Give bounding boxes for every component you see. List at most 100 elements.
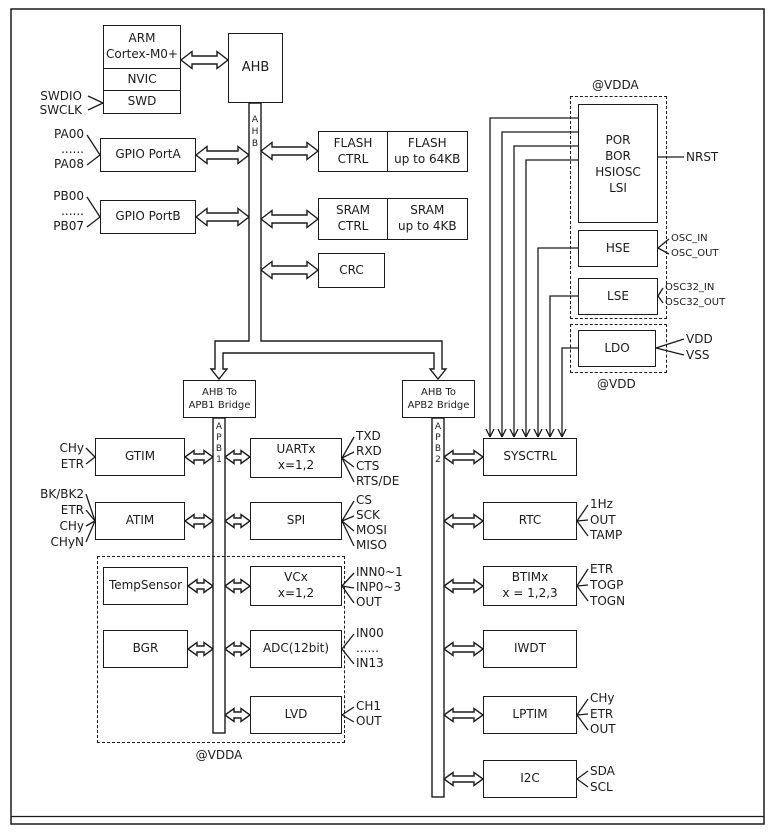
pin-wire xyxy=(341,520,355,547)
vdda-analog-label: @VDDA xyxy=(195,748,243,762)
figure-frame xyxy=(10,8,765,825)
sysctrl-block: SYSCTRL xyxy=(483,438,577,476)
pin-wire xyxy=(576,520,589,537)
i2c-block: I2C xyxy=(483,760,577,798)
pin-wire xyxy=(655,347,685,356)
sysctrl-arrowhead xyxy=(509,428,515,438)
crc-block: CRC xyxy=(318,253,385,288)
adc-block: ADC(12bit) xyxy=(250,630,342,668)
pin-wire xyxy=(86,196,101,218)
lvd-block: LVD xyxy=(250,696,342,734)
gpioa-pins: PA00......PA08 xyxy=(54,127,84,171)
pin-wire xyxy=(657,238,670,249)
sysctrl-arrowhead xyxy=(557,428,563,438)
sysctrl-input-line xyxy=(537,247,578,436)
vdda-power-region-border xyxy=(570,96,667,319)
pin-wire xyxy=(657,247,670,255)
pin-wire xyxy=(657,295,664,304)
bus-arrow xyxy=(179,50,230,70)
bus-arrow xyxy=(183,449,215,465)
bus-arrow xyxy=(223,449,252,465)
bus-arrow xyxy=(442,513,485,529)
sysctrl-arrowhead xyxy=(525,428,531,438)
pin-wire xyxy=(85,509,96,522)
bus-arrow xyxy=(259,260,320,280)
sysctrl-arrowhead xyxy=(533,428,539,438)
pin-wire xyxy=(576,519,589,522)
pin-wire xyxy=(86,154,101,166)
pin-wire xyxy=(576,568,589,587)
pin-wire xyxy=(87,102,104,111)
gpiob-pins: PB00......PB07 xyxy=(53,189,84,233)
pin-wire xyxy=(657,287,664,297)
pin-wire xyxy=(86,134,101,156)
bus-arrow xyxy=(259,141,320,161)
pin-wire xyxy=(87,95,104,104)
pin-wire xyxy=(341,457,355,483)
pin-wire xyxy=(341,451,355,459)
pin-wire xyxy=(85,493,96,522)
bgr-block: BGR xyxy=(103,630,188,668)
pin-wire xyxy=(576,713,589,716)
pin-wire xyxy=(341,436,355,459)
sysctrl-arrowhead xyxy=(549,428,555,438)
bus-arrow xyxy=(259,209,320,229)
sysctrl-arrowhead xyxy=(497,428,503,438)
nvic-block: NVIC xyxy=(103,67,181,92)
bus-arrow xyxy=(442,578,485,594)
sysctrl-input-line xyxy=(549,295,578,436)
bus-arrow xyxy=(194,145,251,165)
ahb-matrix-block: AHB xyxy=(228,33,283,103)
pin-wire xyxy=(576,584,589,587)
pin-wire xyxy=(576,770,589,780)
spi-block: SPI xyxy=(250,502,342,540)
vdd-label: @VDD xyxy=(597,377,636,391)
vdd-power-region-border xyxy=(570,324,667,373)
bus-arrow xyxy=(194,207,251,227)
adc-pins: IN00......IN13 xyxy=(356,626,384,670)
bus-arrow xyxy=(442,449,485,465)
pin-wire xyxy=(576,714,589,731)
sysctrl-input-line xyxy=(561,347,578,436)
sysctrl-input-line xyxy=(489,117,578,436)
vdda-top-label: @VDDA xyxy=(592,78,639,92)
pin-wire xyxy=(341,457,355,468)
pin-wire xyxy=(341,520,355,532)
sysctrl-input-line xyxy=(513,145,578,436)
bus-arrow xyxy=(223,513,252,529)
tempsensor-block: TempSensor xyxy=(103,567,188,605)
bus-arrow xyxy=(442,641,485,657)
pin-wire xyxy=(576,698,589,716)
pin-wire xyxy=(341,515,355,522)
pin-wire xyxy=(85,447,96,458)
gpio-porta-block: GPIO PortA xyxy=(100,138,196,172)
sysctrl-arrowhead xyxy=(501,428,507,438)
bus-arrow xyxy=(442,771,485,787)
gtim-block: GTIM xyxy=(95,438,185,476)
pin-wire xyxy=(85,456,96,465)
pin-wire xyxy=(655,338,685,349)
hse-block: HSE xyxy=(578,230,658,267)
lse-block: LSE xyxy=(578,278,658,315)
